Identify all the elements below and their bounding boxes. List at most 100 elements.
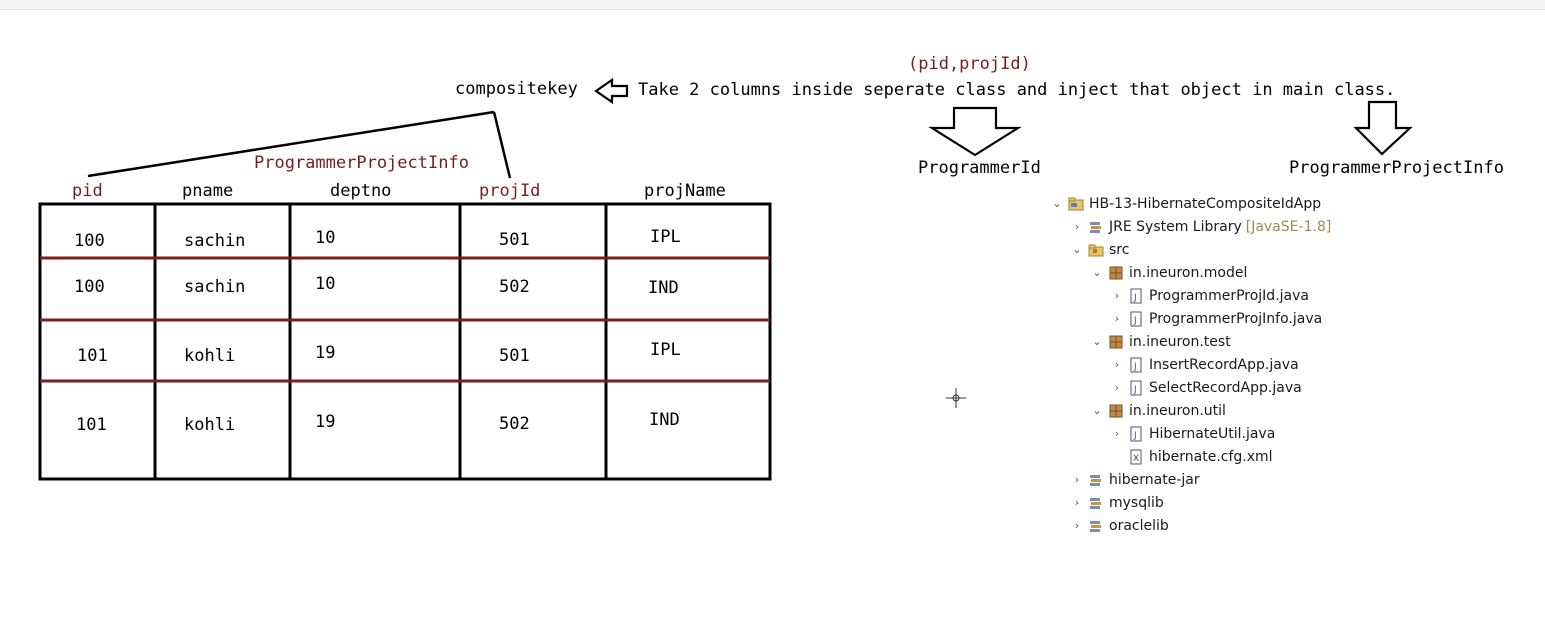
package-icon (1108, 265, 1124, 281)
table-cell: sachin (184, 231, 246, 251)
lib-hibernate-label: hibernate-jar (1109, 472, 1200, 488)
tree-node-file-util[interactable]: › J HibernateUtil.java (1110, 423, 1275, 445)
java-file-icon: J (1128, 426, 1144, 442)
chevron-right-icon[interactable]: › (1114, 358, 1120, 371)
chevron-right-icon[interactable]: › (1114, 312, 1120, 325)
table-cell: IPL (650, 340, 681, 360)
project-folder-icon (1068, 196, 1084, 212)
chevron-right-icon[interactable]: › (1074, 496, 1080, 509)
pid-projid-label: (pid,projId) (908, 54, 1031, 74)
java-file-icon: J (1128, 380, 1144, 396)
chevron-right-icon[interactable]: › (1114, 289, 1120, 302)
top-toolbar-strip (0, 0, 1545, 10)
chevron-down-icon[interactable]: ⌄ (1092, 266, 1102, 279)
chevron-right-icon[interactable]: › (1114, 427, 1120, 440)
svg-text:J: J (1133, 385, 1137, 395)
chevron-down-icon[interactable]: ⌄ (1072, 243, 1082, 256)
table-cell: 19 (315, 412, 336, 432)
table-cell: 502 (499, 414, 530, 434)
tree-node-lib-oracle[interactable]: › oraclelib (1070, 515, 1169, 537)
file-select-label: SelectRecordApp.java (1149, 380, 1302, 396)
java-file-icon: J (1128, 288, 1144, 304)
table-classname-label: ProgrammerProjectInfo (254, 153, 469, 173)
lib-mysql-label: mysqlib (1109, 495, 1164, 511)
compositekey-label: compositekey (455, 79, 578, 99)
down-arrow-icon-programmerid (928, 106, 1022, 157)
tree-node-jre[interactable]: › JRE System Library [JavaSE-1.8] (1070, 216, 1332, 238)
left-arrow-icon (594, 77, 629, 105)
tree-node-lib-mysql[interactable]: › mysqlib (1070, 492, 1164, 514)
svg-text:J: J (1133, 316, 1137, 326)
chevron-right-icon[interactable]: › (1074, 220, 1080, 233)
src-label: src (1109, 242, 1130, 258)
tree-node-file-cfg[interactable]: X hibernate.cfg.xml (1110, 446, 1273, 468)
file-projinfo-label: ProgrammerProjInfo.java (1149, 311, 1323, 327)
jre-label: JRE System Library (1109, 219, 1242, 235)
svg-text:X: X (1133, 454, 1139, 464)
chevron-down-icon[interactable]: ⌄ (1092, 404, 1102, 417)
package-icon (1108, 403, 1124, 419)
chevron-right-icon[interactable]: › (1074, 519, 1080, 532)
down-arrow-icon-programmerprojectinfo (1353, 100, 1413, 156)
jre-version-decoration: [JavaSE-1.8] (1245, 219, 1332, 235)
tree-node-pkg-util[interactable]: ⌄ in.ineuron.util (1090, 400, 1226, 422)
programmerid-label: ProgrammerId (918, 158, 1041, 178)
library-icon (1088, 472, 1104, 488)
crosshair-cursor-icon (946, 388, 966, 408)
table-cell: 501 (499, 230, 530, 250)
table-cell: sachin (184, 277, 246, 297)
chevron-right-icon[interactable]: › (1114, 381, 1120, 394)
file-projid-label: ProgrammerProjId.java (1149, 288, 1309, 304)
table-cell: 100 (74, 231, 105, 251)
pkg-util-label: in.ineuron.util (1129, 403, 1226, 419)
source-folder-icon (1088, 242, 1104, 258)
library-icon (1088, 219, 1104, 235)
project-name: HB-13-HibernateCompositeIdApp (1089, 196, 1322, 212)
programmerprojectinfo-label: ProgrammerProjectInfo (1289, 158, 1504, 178)
chevron-down-icon[interactable]: ⌄ (1092, 335, 1102, 348)
header-pname: pname (182, 181, 234, 201)
tree-node-lib-hibernate[interactable]: › hibernate-jar (1070, 469, 1200, 491)
table-cell: IND (648, 278, 679, 298)
table-cell: IND (649, 410, 680, 430)
chevron-down-icon[interactable]: ⌄ (1052, 197, 1062, 210)
tree-node-file-insert[interactable]: › J InsertRecordApp.java (1110, 354, 1299, 376)
bracket-line-left (87, 110, 495, 178)
java-file-icon: J (1128, 357, 1144, 373)
svg-text:J: J (1133, 293, 1137, 303)
tree-node-pkg-model[interactable]: ⌄ in.ineuron.model (1090, 262, 1247, 284)
table-cell: 100 (74, 277, 105, 297)
table-border (38, 202, 772, 481)
library-icon (1088, 495, 1104, 511)
lib-oracle-label: oraclelib (1109, 518, 1169, 534)
file-util-label: HibernateUtil.java (1149, 426, 1276, 442)
table-cell: 502 (499, 277, 530, 297)
tree-node-src[interactable]: ⌄ src (1070, 239, 1129, 261)
table-cell: 501 (499, 346, 530, 366)
tree-node-project[interactable]: ⌄ HB-13-HibernateCompositeIdApp (1050, 193, 1321, 215)
xml-file-icon: X (1128, 449, 1144, 465)
instruction-text: Take 2 columns inside seperate class and… (638, 80, 1396, 100)
java-file-icon: J (1128, 311, 1144, 327)
svg-text:J: J (1133, 362, 1137, 372)
tree-spacer (1110, 446, 1124, 468)
table-cell: 10 (315, 228, 336, 248)
header-projid: projId (479, 181, 541, 201)
tree-node-pkg-test[interactable]: ⌄ in.ineuron.test (1090, 331, 1231, 353)
pkg-test-label: in.ineuron.test (1129, 334, 1231, 350)
bracket-line-right (492, 111, 512, 179)
tree-node-file-select[interactable]: › J SelectRecordApp.java (1110, 377, 1302, 399)
library-icon (1088, 518, 1104, 534)
tree-node-file-projid[interactable]: › J ProgrammerProjId.java (1110, 285, 1309, 307)
table-cell: 101 (77, 346, 108, 366)
table-cell: 19 (315, 343, 336, 363)
table-cell: 101 (76, 415, 107, 435)
table-cell: kohli (184, 346, 236, 366)
file-cfg-label: hibernate.cfg.xml (1149, 449, 1273, 465)
tree-node-file-projinfo[interactable]: › J ProgrammerProjInfo.java (1110, 308, 1322, 330)
file-insert-label: InsertRecordApp.java (1149, 357, 1299, 373)
chevron-right-icon[interactable]: › (1074, 473, 1080, 486)
header-projname: projName (644, 181, 726, 201)
header-deptno: deptno (330, 181, 392, 201)
svg-text:J: J (1133, 431, 1137, 441)
